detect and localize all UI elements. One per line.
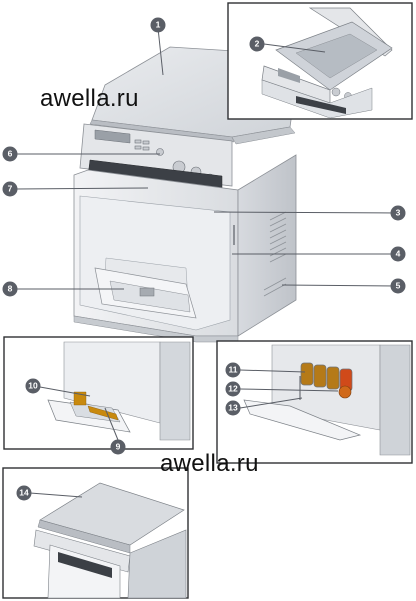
main-printer — [73, 46, 301, 343]
leader-lines — [15, 27, 399, 498]
callout-4: 4 — [390, 246, 406, 262]
callout-9: 9 — [110, 439, 126, 455]
watermark-text: awella.ru — [160, 450, 259, 477]
callout-8: 8 — [2, 281, 18, 297]
callout-5: 5 — [390, 278, 406, 294]
callout-7: 7 — [2, 181, 18, 197]
callout-12: 12 — [225, 381, 241, 397]
inset-toner-area — [216, 340, 413, 464]
callout-14: 14 — [16, 485, 32, 501]
callout-13: 13 — [225, 400, 241, 416]
inset-scanner-glass — [227, 2, 413, 120]
inset-paper-tray — [3, 336, 194, 450]
callout-1: 1 — [150, 17, 166, 33]
watermark-text: awella.ru — [40, 85, 139, 112]
callout-3: 3 — [390, 205, 406, 221]
callout-10: 10 — [25, 378, 41, 394]
callout-6: 6 — [2, 146, 18, 162]
inset-scanner-lid — [2, 467, 189, 599]
lcd-display — [94, 129, 131, 144]
printer-right-side — [237, 154, 297, 337]
callout-11: 11 — [225, 362, 241, 378]
callout-2: 2 — [249, 36, 265, 52]
